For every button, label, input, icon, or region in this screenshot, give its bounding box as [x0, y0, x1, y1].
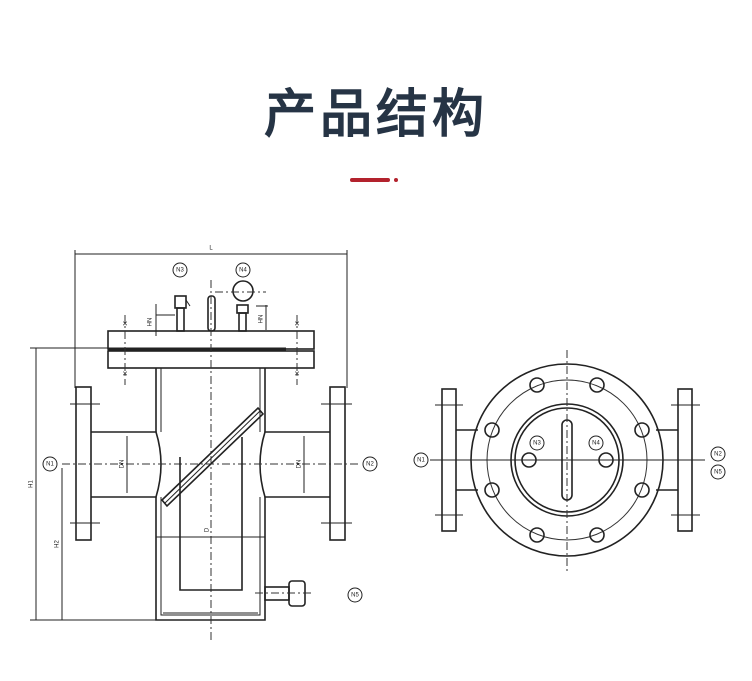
title-accent-dot: [394, 178, 398, 182]
svg-text:×: ×: [294, 368, 299, 378]
side-nozzle-n1-label: N1: [417, 458, 425, 464]
svg-text:×: ×: [122, 318, 127, 328]
nozzle-n1-label: N1: [46, 462, 54, 468]
side-nozzle-n4-label: N4: [592, 441, 600, 447]
svg-text:×: ×: [294, 318, 299, 328]
dim-hn-right-label: HN: [259, 315, 265, 324]
svg-text:×: ×: [122, 368, 127, 378]
page-title: 产品结构: [263, 85, 488, 145]
side-nozzle-n5-label: N5: [714, 470, 722, 476]
nozzle-n5-label: N5: [351, 593, 359, 599]
dim-dn-right-label: DN: [297, 460, 303, 469]
side-nozzle-n3-label: N3: [533, 441, 541, 447]
side-nozzle-n2-label: N2: [714, 452, 722, 458]
nozzle-n4-label: N4: [239, 268, 247, 274]
dim-h1-label: H1: [29, 480, 35, 488]
nozzle-n2-label: N2: [366, 462, 374, 468]
front-view: L N3 N4 HN HN × × × ×: [29, 246, 378, 640]
dim-h2-label: H2: [55, 540, 61, 548]
bolt-holes: [484, 377, 650, 543]
side-view: N3 N4 N1 N2 N5: [413, 350, 726, 572]
dim-d-label: D: [205, 527, 211, 532]
title-accent-line: [350, 178, 390, 182]
dim-length-label: L: [209, 246, 213, 252]
nozzle-n3-label: N3: [176, 268, 184, 274]
dim-hn-left-label: HN: [148, 318, 154, 327]
